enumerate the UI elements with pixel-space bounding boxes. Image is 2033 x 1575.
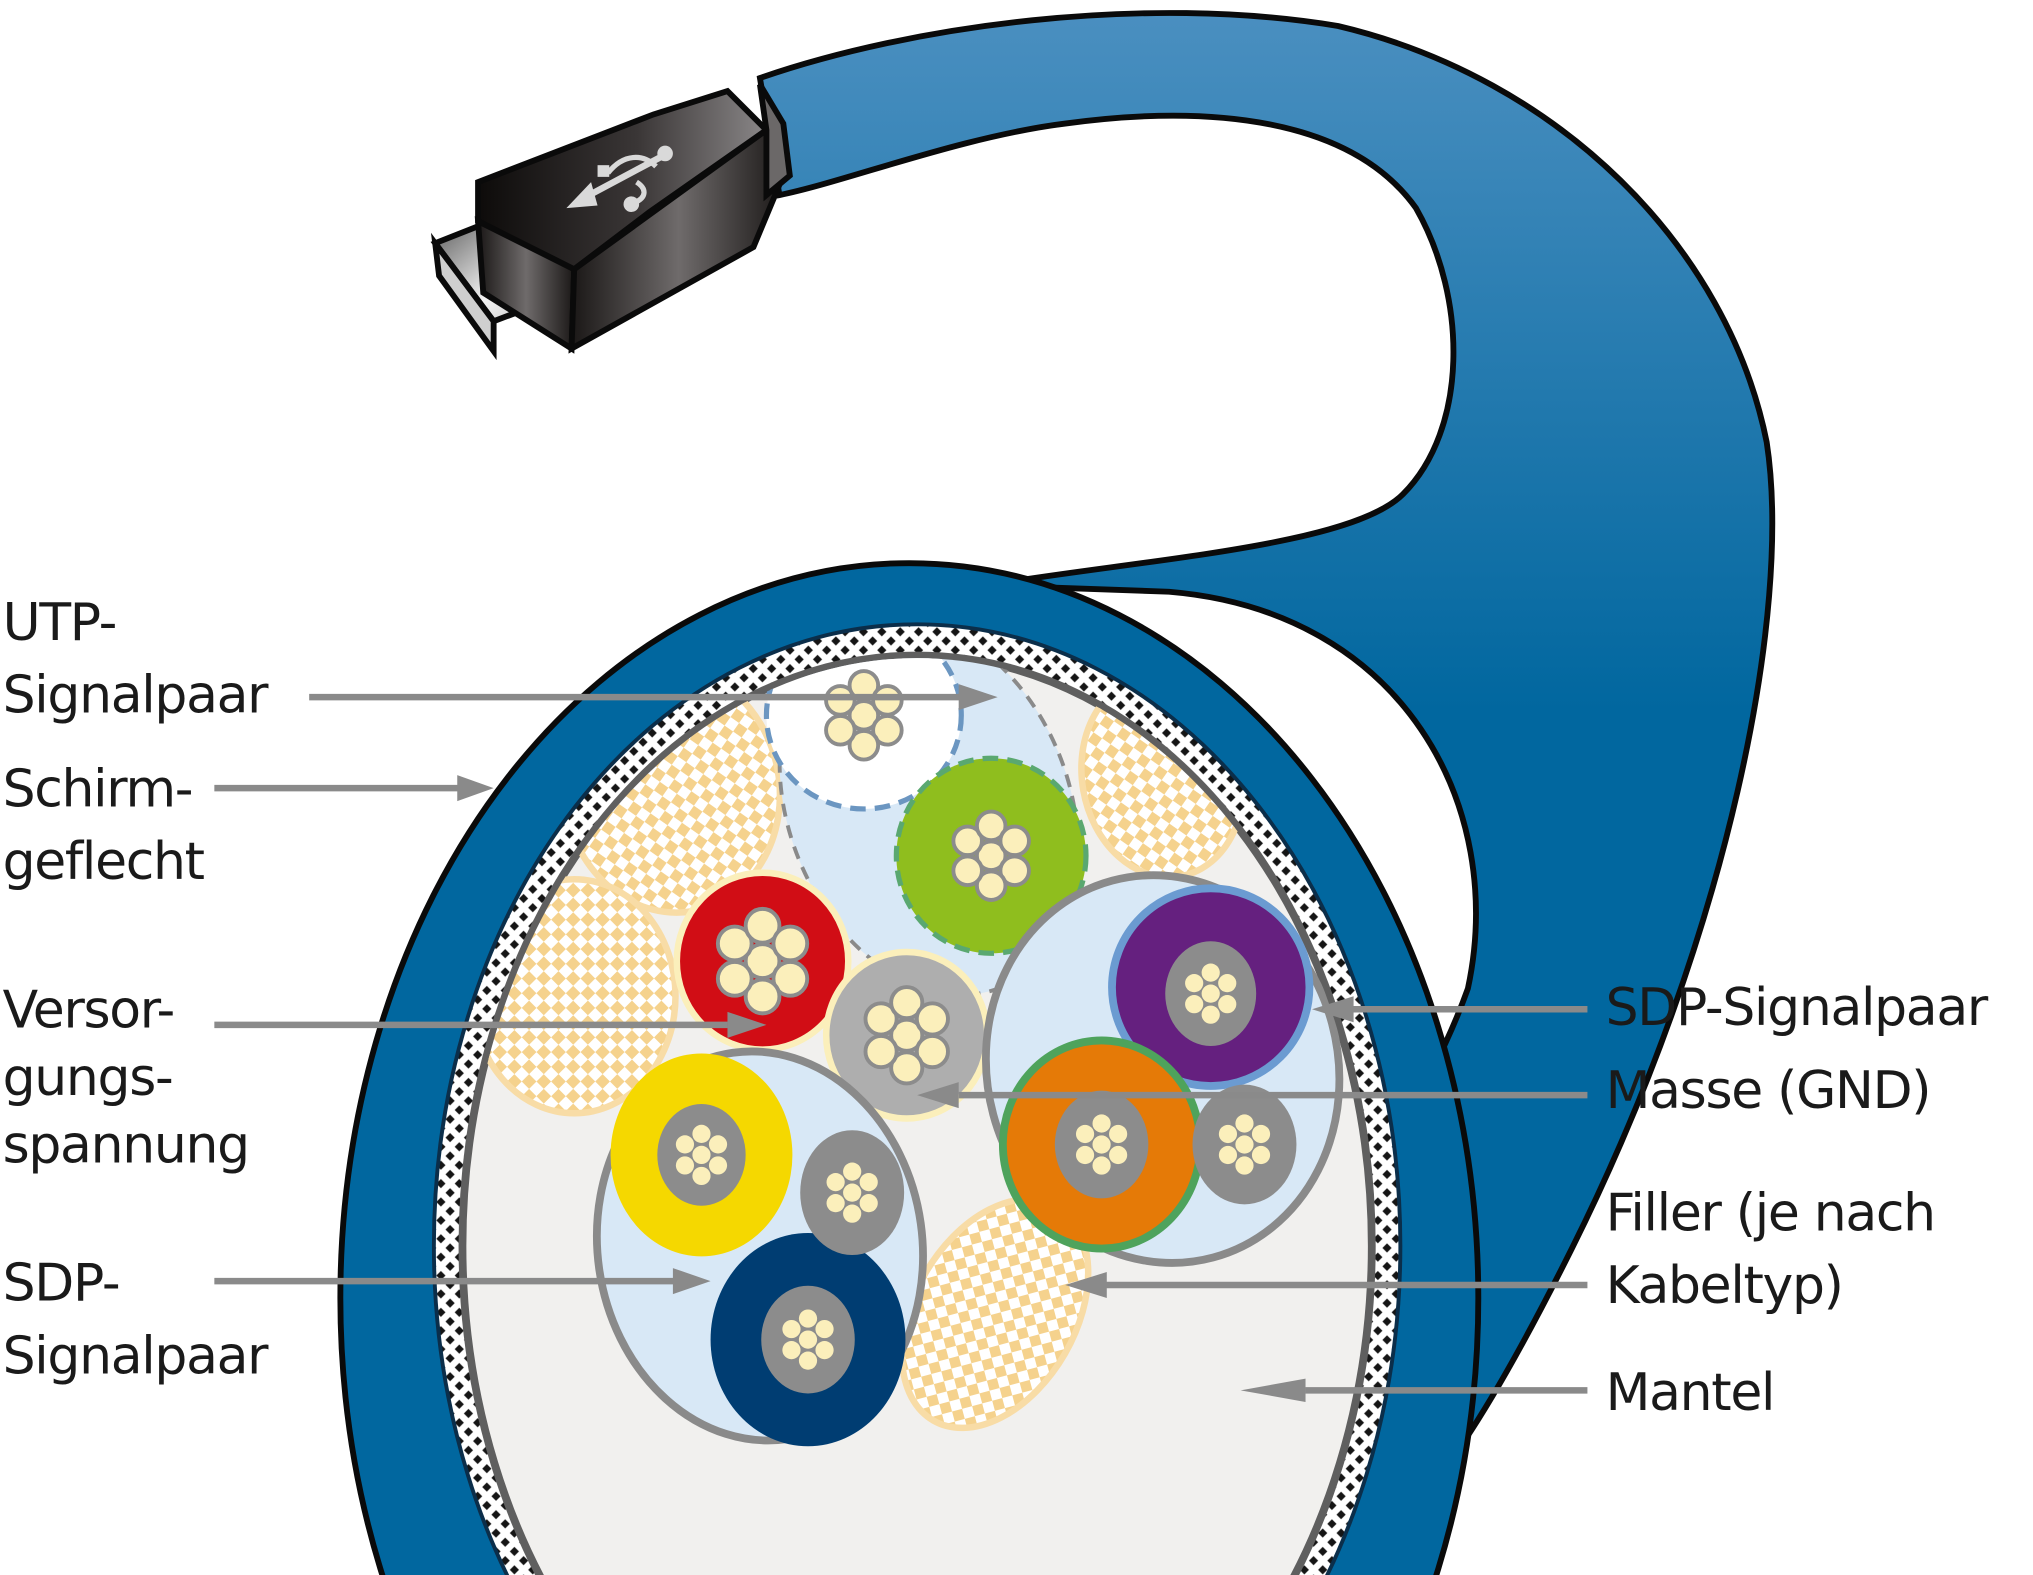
conductor-strand	[743, 906, 782, 945]
conductor-bundle	[824, 669, 904, 762]
conductor-strand	[1185, 995, 1204, 1014]
conductor-strand	[708, 1156, 728, 1175]
conductor-strand	[1218, 974, 1237, 993]
conductor-strand	[1092, 1114, 1111, 1133]
conductor-strand	[815, 1341, 834, 1360]
label-masse-gnd: Masse (GND)	[1606, 1061, 1931, 1121]
conductor-strand	[1201, 1005, 1220, 1024]
conductor-bundle	[1054, 1090, 1149, 1199]
conductor-strand	[843, 1204, 862, 1223]
label-utp-signalpaar: UTP-Signalpaar	[3, 593, 270, 726]
label-sdp-signalpaar-left: SDP-Signalpaar	[3, 1254, 270, 1387]
conductor-strand	[998, 824, 1031, 858]
label-schirmgeflecht: Schirm-geflecht	[3, 759, 205, 892]
conductor-strand	[1251, 1124, 1271, 1144]
conductor-strand	[692, 1145, 711, 1165]
conductor-strand	[1092, 1156, 1111, 1175]
label-mantel: Mantel	[1606, 1363, 1775, 1423]
conductor-strand	[863, 1034, 899, 1070]
conductor-bundle	[761, 1285, 855, 1394]
conductor-strand	[843, 1162, 862, 1181]
conductor-strand	[675, 1156, 695, 1175]
conductor-strand	[1075, 1145, 1095, 1165]
conductor-strand	[1218, 995, 1237, 1014]
conductor-bundle	[1165, 941, 1257, 1046]
conductor-strand	[914, 1001, 950, 1037]
conductor-bundle	[715, 906, 810, 1016]
labels-left: UTP-Signalpaar Schirm-geflecht Versor-gu…	[3, 593, 271, 1387]
conductor-strand	[715, 924, 754, 963]
usb-trident-icon	[566, 145, 673, 212]
conductor-bundle	[657, 1104, 746, 1206]
conductor-strand	[826, 1173, 845, 1192]
conductor-strand	[771, 924, 810, 963]
conductor-strand	[1185, 974, 1204, 993]
conductor-strand	[782, 1341, 801, 1360]
conductor-strand	[743, 977, 782, 1016]
conductor-strand	[1218, 1124, 1238, 1144]
conductor-strand	[815, 1319, 834, 1339]
conductor-strand	[1235, 1156, 1254, 1175]
conductor-strand	[863, 1001, 899, 1037]
conductor-strand	[675, 1135, 695, 1154]
conductor-strand	[889, 1050, 925, 1086]
conductor-strand	[1235, 1135, 1254, 1154]
conductor-bundle	[863, 985, 950, 1086]
conductor-strand	[692, 1166, 711, 1186]
conductor-strand	[708, 1135, 728, 1154]
conductor-strand	[871, 684, 904, 717]
usb-plug	[430, 83, 793, 361]
conductor-strand	[692, 1124, 711, 1143]
conductor-strand	[1092, 1135, 1111, 1154]
conductor-strand	[859, 1194, 878, 1213]
conductor-bundle	[826, 1162, 878, 1223]
conductor-strand	[951, 854, 984, 887]
conductor-strand	[824, 684, 857, 717]
conductor-strand	[715, 959, 754, 998]
conductor-strand	[1201, 963, 1220, 982]
conductor-strand	[843, 1183, 862, 1202]
conductor-strand	[1251, 1145, 1271, 1165]
conductor-bundles	[657, 669, 1271, 1394]
conductor-strand	[826, 1194, 845, 1213]
conductor-bundle	[1218, 1114, 1271, 1175]
conductor-strand	[798, 1351, 818, 1370]
conductor-strand	[1075, 1124, 1095, 1144]
conductor-strand	[951, 824, 984, 858]
conductor-strand	[889, 985, 925, 1021]
conductor-strand	[847, 728, 881, 762]
conductor-strand	[974, 809, 1008, 843]
label-versorgungsspannung: Versor-gungs-spannung	[3, 980, 249, 1175]
labels-right: SDP-Signalpaar Masse (GND) Filler (je na…	[1606, 978, 1991, 1423]
conductor-strand	[798, 1330, 818, 1349]
conductor-strand	[1109, 1145, 1128, 1165]
label-sdp-signalpaar-right: SDP-Signalpaar	[1606, 978, 1989, 1038]
conductor-strand	[1109, 1124, 1128, 1144]
conductor-strand	[974, 869, 1008, 902]
conductor-strand	[859, 1173, 878, 1192]
conductor-strand	[798, 1309, 818, 1328]
conductor-strand	[1218, 1145, 1238, 1165]
conductor-bundle	[951, 809, 1031, 902]
conductor-strand	[1201, 984, 1220, 1003]
conductor-strand	[782, 1319, 801, 1339]
leader-lines	[214, 684, 1588, 1403]
conductor-strand	[1235, 1114, 1254, 1133]
conductor-strand	[824, 714, 857, 747]
